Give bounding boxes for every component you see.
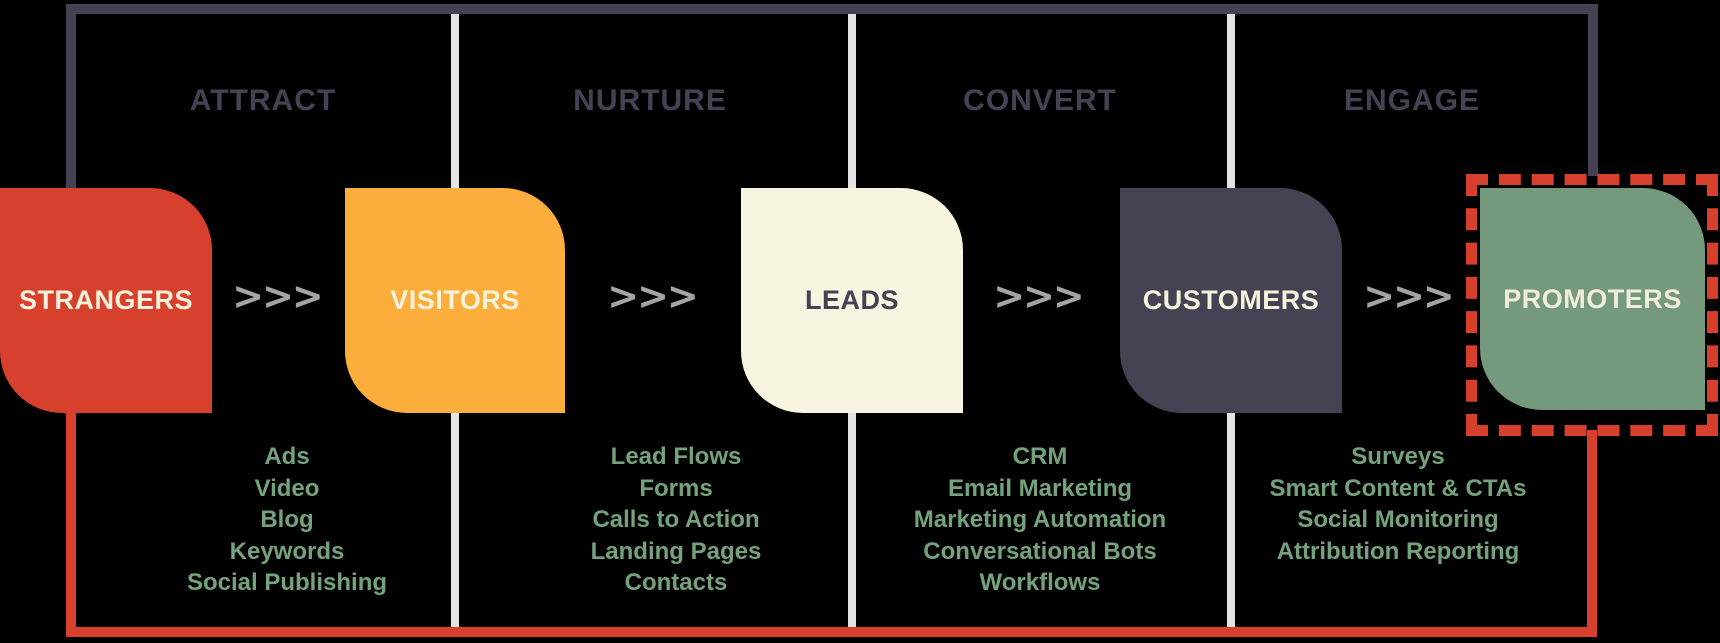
tool-list-nurture: Lead Flows Forms Calls to Action Landing… bbox=[466, 441, 886, 599]
tool-item: Calls to Action bbox=[592, 506, 760, 533]
phase-label-attract: ATTRACT bbox=[189, 84, 337, 117]
tool-item: CRM bbox=[1012, 443, 1068, 470]
tool-list-convert: CRM Email Marketing Marketing Automation… bbox=[830, 441, 1250, 599]
flow-arrow-icon: >>> bbox=[232, 274, 324, 318]
stage-box-visitors: VISITORS bbox=[345, 188, 565, 413]
tool-item: Attribution Reporting bbox=[1276, 537, 1520, 565]
tool-item: Lead Flows bbox=[610, 443, 742, 470]
tool-item: Forms bbox=[639, 474, 713, 502]
tool-item: Marketing Automation bbox=[913, 506, 1167, 533]
tool-item: Keywords bbox=[229, 537, 345, 565]
tool-list-attract: Ads Video Blog Keywords Social Publishin… bbox=[77, 441, 497, 599]
tool-item: Workflows bbox=[979, 569, 1101, 596]
frame-right-line bbox=[1588, 14, 1598, 176]
promoters-highlight-border bbox=[1466, 174, 1718, 436]
tool-item: Landing Pages bbox=[590, 537, 762, 565]
flow-arrow-icon: >>> bbox=[1363, 274, 1455, 318]
phase-label-nurture: NURTURE bbox=[573, 84, 727, 117]
stage-box-promoters: PROMOTERS bbox=[1480, 188, 1705, 410]
stage-label-customers: CUSTOMERS bbox=[1142, 285, 1320, 315]
frame-left-line bbox=[66, 14, 76, 190]
stage-label-promoters: PROMOTERS bbox=[1503, 283, 1682, 314]
flow-arrow-icon: >>> bbox=[993, 274, 1085, 318]
phase-label-convert: CONVERT bbox=[963, 84, 1117, 117]
frame-top-bar bbox=[66, 4, 1598, 14]
tool-item: Social Publishing bbox=[186, 569, 388, 596]
tool-item: Email Marketing bbox=[947, 474, 1133, 502]
stage-label-visitors: VISITORS bbox=[390, 285, 520, 315]
stage-box-leads: LEADS bbox=[741, 188, 963, 413]
tool-list-engage: Surveys Smart Content & CTAs Social Moni… bbox=[1188, 441, 1608, 567]
tool-item: Contacts bbox=[624, 569, 728, 596]
stage-label-strangers: STRANGERS bbox=[18, 285, 193, 315]
flow-arrow-icon: >>> bbox=[607, 274, 699, 318]
red-path-right bbox=[1587, 430, 1597, 637]
red-path-bottom bbox=[66, 627, 1597, 637]
tool-item: Video bbox=[254, 474, 320, 502]
red-path-left bbox=[66, 400, 76, 637]
tool-item: Ads bbox=[264, 443, 310, 470]
tool-item: Conversational Bots bbox=[923, 537, 1157, 565]
stage-box-customers: CUSTOMERS bbox=[1120, 188, 1342, 413]
stage-label-leads: LEADS bbox=[804, 285, 899, 315]
tool-item: Social Monitoring bbox=[1297, 506, 1499, 533]
tool-item: Surveys bbox=[1351, 443, 1445, 470]
stage-box-strangers: STRANGERS bbox=[0, 188, 212, 413]
tool-item: Smart Content & CTAs bbox=[1269, 474, 1527, 502]
tool-item: Blog bbox=[260, 506, 314, 533]
phase-label-engage: ENGAGE bbox=[1343, 84, 1481, 117]
